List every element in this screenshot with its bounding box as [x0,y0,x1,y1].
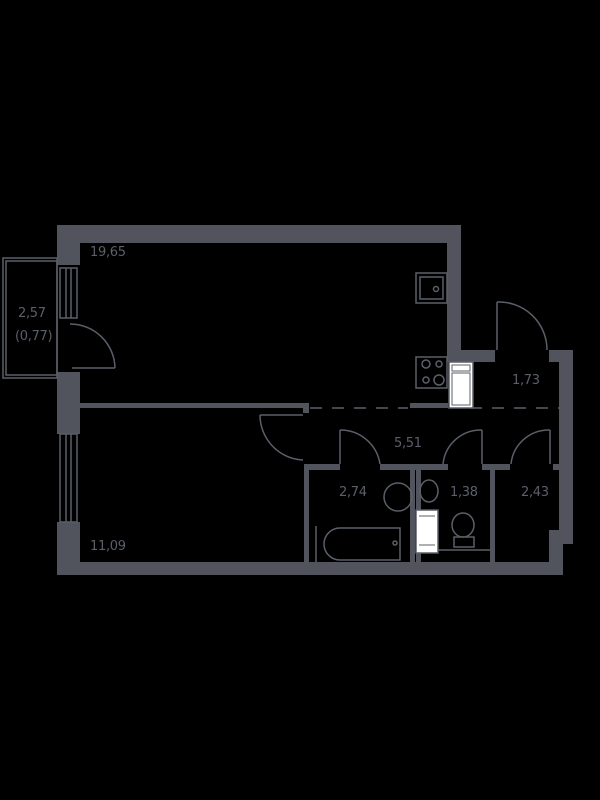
bathtub-icon [315,526,401,562]
bathroom-sink-icon [383,482,413,512]
fridge-icon [448,361,474,409]
room-area-entry: 1,73 [512,373,540,388]
room-area-toilet: 1,38 [450,485,478,500]
room-area-hallway: 5,51 [394,436,422,451]
room-area-living-kitchen: 19,65 [90,245,126,260]
toilet-icon [438,512,490,551]
toilet-sink-icon [419,479,439,503]
washing-machine-icon [415,509,439,554]
stove-icon [415,356,448,389]
kitchen-sink-icon [415,272,448,304]
room-area-balcony-reduced: (0,77) [15,329,53,344]
balcony-outline [2,257,58,379]
room-area-balcony: 2,57 [18,306,46,321]
windows [59,267,78,523]
doors [69,301,551,465]
walls [57,225,573,575]
room-area-storage: 2,43 [521,485,549,500]
room-area-bathroom: 2,74 [339,485,367,500]
room-area-bedroom: 11,09 [90,539,126,554]
